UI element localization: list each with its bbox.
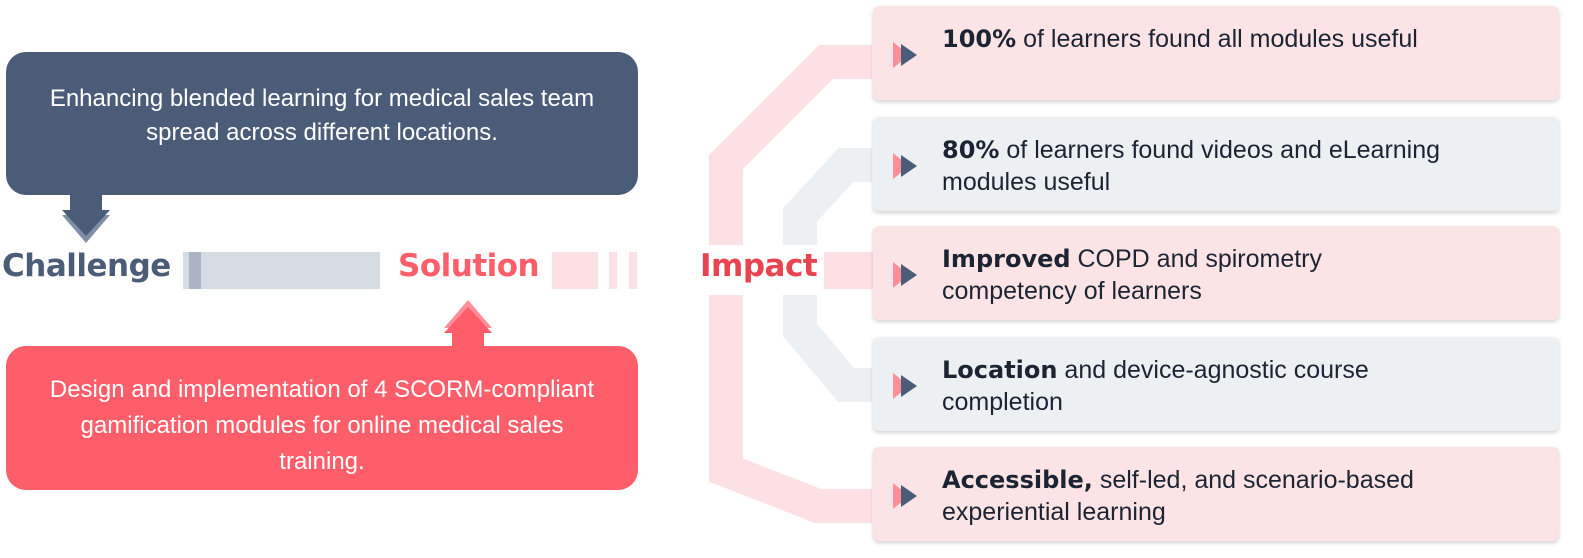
solution-text: Design and implementation of 4 SCORM-com… (49, 376, 595, 475)
impact-card: Location and device-agnostic course comp… (873, 337, 1559, 431)
double-play-arrow-icon (893, 42, 917, 68)
challenge-solution-bar-accent (189, 252, 201, 289)
impact-card: Improved COPD and spirometry competency … (873, 226, 1559, 320)
double-play-arrow-icon (893, 373, 917, 399)
impact-card-text: Accessible, self-led, and scenario-based… (942, 464, 1462, 528)
challenge-box: Enhancing blended learning for medical s… (6, 52, 638, 195)
challenge-text: Enhancing blended learning for medical s… (49, 84, 595, 146)
impact-outer-connector (709, 45, 872, 523)
double-play-arrow-icon (893, 262, 917, 288)
impact-card-bold: 80% (942, 136, 1000, 164)
impact-card-rest: and device-agnostic course completion (942, 356, 1369, 416)
impact-card-text: Improved COPD and spirometry competency … (942, 243, 1462, 307)
impact-card-bold: Location (942, 356, 1058, 384)
double-play-arrow-icon (893, 153, 917, 179)
challenge-solution-bar (183, 252, 380, 289)
solution-label: Solution (398, 248, 540, 284)
arrow-down-icon (62, 193, 110, 243)
impact-card-rest: self-led, and scenario-based experientia… (942, 466, 1414, 526)
solution-impact-dash-2 (609, 252, 617, 289)
challenge-label: Challenge (2, 248, 171, 284)
solution-box: Design and implementation of 4 SCORM-com… (6, 346, 638, 490)
impact-card-text: 100% of learners found all modules usefu… (942, 23, 1462, 55)
arrow-up-icon (444, 300, 492, 348)
impact-label: Impact (700, 248, 818, 284)
impact-card-bold: Improved (942, 245, 1071, 273)
impact-card-text: 80% of learners found videos and eLearni… (942, 134, 1462, 198)
impact-card-rest: of learners found videos and eLearning m… (942, 136, 1441, 196)
impact-card: 100% of learners found all modules usefu… (873, 6, 1559, 100)
double-play-arrow-icon (893, 483, 917, 509)
impact-card-bold: Accessible, (942, 466, 1093, 494)
impact-card-rest: COPD and spirometry competency of learne… (942, 245, 1323, 305)
impact-card-text: Location and device-agnostic course comp… (942, 354, 1462, 418)
impact-center-bar (820, 252, 874, 289)
solution-impact-dash-3 (629, 252, 637, 289)
solution-impact-dash-1 (552, 252, 598, 289)
impact-card: 80% of learners found videos and eLearni… (873, 117, 1559, 211)
impact-card-rest: of learners found all modules useful (1016, 25, 1418, 53)
impact-card: Accessible, self-led, and scenario-based… (873, 447, 1559, 541)
impact-card-bold: 100% (942, 25, 1017, 53)
